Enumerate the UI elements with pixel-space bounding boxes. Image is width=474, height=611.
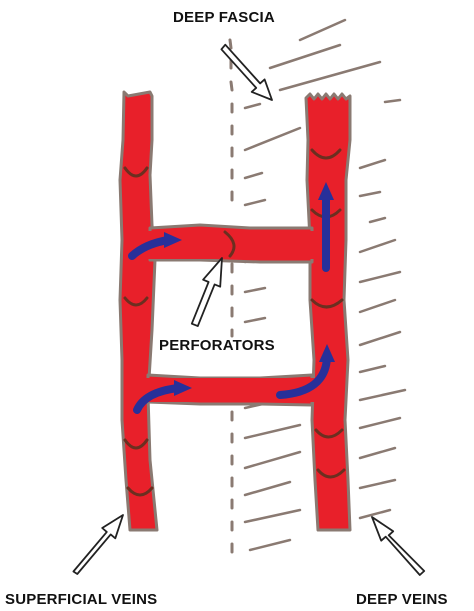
superficial-veins-label: SUPERFICIAL VEINS [5, 591, 157, 608]
deep-vein [306, 94, 350, 530]
veins [120, 92, 350, 530]
deep-veins-pointer-arrow [372, 517, 424, 575]
deep-fascia-line [230, 40, 232, 552]
deep-fascia-pointer-arrow [221, 45, 272, 100]
superficial-veins-pointer-arrow [73, 515, 123, 574]
perforators-pointer-arrow [192, 258, 222, 326]
perforators-label: PERFORATORS [159, 337, 275, 354]
deep-veins-label: DEEP VEINS [356, 591, 448, 608]
superficial-vein [120, 92, 157, 530]
deep-fascia-label: DEEP FASCIA [173, 9, 275, 26]
